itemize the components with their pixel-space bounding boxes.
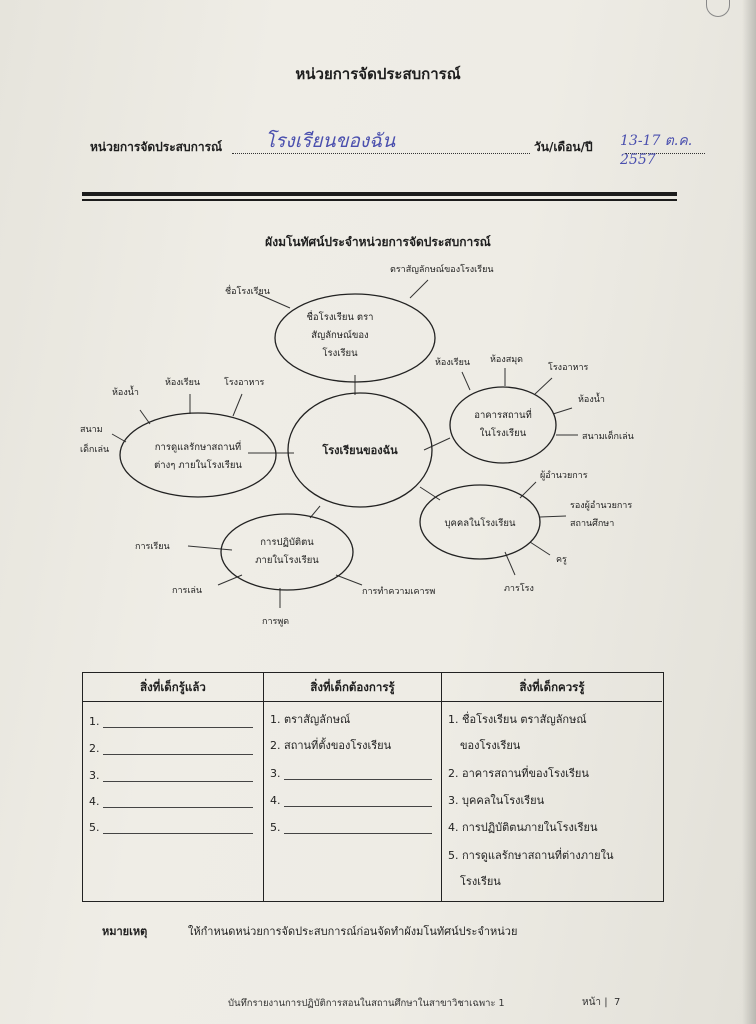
kwl-table: สิ่งที่เด็กรู้แล้ว 1. 2. 3. 4. 5. สิ่งที…: [82, 672, 664, 902]
note-text: ให้กำหนดหน่วยการจัดประสบการณ์ก่อนจัดทำผั…: [188, 925, 518, 938]
leaf-line: [187, 545, 233, 551]
leaf-line: [217, 574, 243, 586]
table-item: 2. สถานที่ตั้งของโรงเรียน: [270, 739, 392, 752]
node-right-ellipse: [449, 386, 557, 464]
unit-handwritten-value: โรงเรียนของฉัน: [265, 130, 396, 152]
node-right-line-2: ในโรงเรียน: [480, 427, 527, 439]
leaf-label: เด็กเล่น: [80, 442, 109, 455]
leaf-label: การเล่น: [172, 586, 202, 596]
header-rule-thin: [82, 199, 677, 201]
leaf-line: [552, 407, 573, 415]
leaf-line: [409, 279, 429, 299]
table-item: 1. ตราสัญลักษณ์: [270, 713, 351, 726]
leaf-line: [461, 371, 471, 391]
leaf-label: การพูด: [262, 617, 289, 627]
table-item: 5. การดูแลรักษาสถานที่ต่างภายใน: [448, 849, 614, 862]
leaf-label: ห้องเรียน: [165, 377, 200, 388]
table-header-want: สิ่งที่เด็กต้องการรู้: [264, 673, 441, 702]
leaf-line: [529, 541, 551, 556]
corner-scribble: [706, 0, 730, 17]
table-header-should: สิ่งที่เด็กควรรู้: [442, 673, 662, 702]
center-ellipse: [287, 392, 433, 508]
leaf-label: ห้องเรียน: [435, 357, 470, 368]
leaf-label: ครู: [556, 555, 567, 565]
table-item: ของโรงเรียน: [460, 739, 521, 752]
leaf-label: การเรียน: [135, 541, 170, 552]
leaf-label: สถานศึกษา: [570, 518, 614, 529]
table-column-should: สิ่งที่เด็กควรรู้ 1. ชื่อโรงเรียน ตราสัญ…: [442, 673, 662, 901]
node-top-line-3: โรงเรียน: [322, 347, 358, 359]
leaf-label: ภารโรง: [504, 583, 534, 594]
leaf-label: ผู้อำนวยการ: [540, 470, 588, 481]
table-item: 2. อาคารสถานที่ของโรงเรียน: [448, 767, 589, 780]
leaf-line: [232, 393, 243, 417]
node-bottom-left-line-2: ภายในโรงเรียน: [255, 554, 319, 566]
table-item: 3. บุคคลในโรงเรียน: [448, 794, 545, 807]
note-label: หมายเหตุ: [102, 925, 148, 938]
concept-map: โรงเรียนของฉัน ชื่อโรงเรียน ตรา สัญลักษณ…: [80, 263, 634, 627]
node-left-line-2: ต่างๆ ภายในโรงเรียน: [154, 459, 242, 471]
node-left-ellipse: [119, 412, 277, 498]
node-top-ellipse: [274, 293, 436, 383]
leaf-label: สนามเด็กเล่น: [582, 429, 634, 442]
page-edge-shadow: [742, 0, 756, 1024]
table-item: โรงเรียน: [460, 875, 501, 888]
page-footer: บันทึกรายงานการปฏิบัติการสอนในสถานศึกษาใ…: [228, 998, 505, 1009]
leaf-line: [539, 515, 567, 518]
table-column-known: สิ่งที่เด็กรู้แล้ว 1. 2. 3. 4. 5.: [83, 673, 264, 901]
table-item: 4. การปฏิบัติตนภายในโรงเรียน: [448, 821, 598, 834]
leaf-line: [257, 293, 291, 309]
leaf-label: ห้องน้ำ: [578, 392, 605, 405]
unit-label: หน่วยการจัดประสบการณ์: [90, 140, 223, 154]
node-bottom-left-ellipse: [220, 513, 354, 591]
leaf-label: รองผู้อำนวยการ: [570, 500, 632, 511]
table-item: 1. ชื่อโรงเรียน ตราสัญลักษณ์: [448, 713, 587, 726]
connector-center-right: [423, 437, 451, 451]
node-top-line-1: ชื่อโรงเรียน ตรา: [306, 310, 373, 323]
table-header-known: สิ่งที่เด็กรู้แล้ว: [83, 673, 263, 702]
node-top-line-2: สัญลักษณ์ของ: [311, 329, 368, 341]
node-bottom-right-line-1: บุคคลในโรงเรียน: [445, 517, 516, 529]
table-column-want: สิ่งที่เด็กต้องการรู้ 1. ตราสัญลักษณ์ 2.…: [264, 673, 442, 901]
date-label: วัน/เดือน/ปี: [534, 140, 593, 154]
node-bottom-right-ellipse: [419, 484, 541, 560]
unit-dotted-line: [232, 153, 530, 154]
leaf-label: ตราสัญลักษณ์ของโรงเรียน: [390, 263, 494, 275]
unit-line: หน่วยการจัดประสบการณ์ โรงเรียนของฉัน วัน…: [90, 126, 710, 168]
header-rule-thick: [82, 192, 677, 196]
center-label: โรงเรียนของฉัน: [321, 443, 398, 457]
leaf-label: สนาม: [80, 425, 103, 435]
connector-center-bottom-right: [419, 486, 441, 501]
leaf-line: [534, 377, 553, 395]
page-number: หน้า | 7: [582, 997, 621, 1008]
concept-map-title: ผังมโนทัศน์ประจำหน่วยการจัดประสบการณ์: [265, 235, 491, 249]
page-title: หน่วยการจัดประสบการณ์: [295, 65, 461, 83]
leaf-label: โรงอาหาร: [548, 362, 589, 373]
leaf-label: ชื่อโรงเรียน: [225, 284, 270, 297]
node-bottom-left-line-1: การปฏิบัติตน: [260, 537, 314, 548]
leaf-label: การทำความเคารพ: [362, 586, 435, 597]
leaf-line: [139, 409, 151, 425]
date-dotted-line: [625, 153, 705, 154]
node-left-line-1: การดูแลรักษาสถานที่: [155, 440, 241, 453]
leaf-line: [335, 574, 363, 586]
leaf-label: ห้องน้ำ: [112, 385, 139, 398]
leaf-label: ห้องสมุด: [490, 354, 523, 365]
date-handwritten-value: 13-17 ต.ค. 2557: [620, 133, 693, 168]
leaf-label: โรงอาหาร: [224, 377, 265, 388]
node-right-line-1: อาคารสถานที่: [474, 408, 531, 421]
